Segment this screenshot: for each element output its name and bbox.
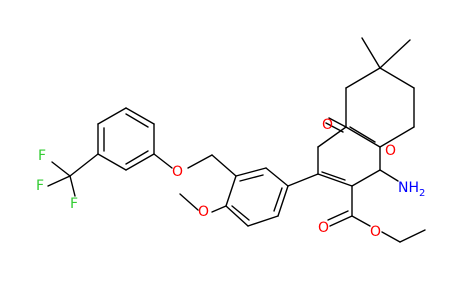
methoxy-oxygen-label: O [198,204,209,220]
ester-main [327,185,426,243]
cf3-phenyl-main [97,107,155,171]
ester-ether-oxygen-label: O [370,224,381,240]
pyran-ring-main [317,126,381,187]
ketone-oxygen-label: O [322,117,333,133]
trifluoromethyl-main [47,153,99,197]
fluorine-1-label: F [38,148,46,164]
ester-carbonyl-oxygen-label: O [318,220,329,236]
methoxyphenyl-main [225,167,289,227]
ether-oxygen-label: O [172,164,183,180]
fluorine-3-label: F [70,196,78,212]
cyclohexenone-ring-main [345,67,415,148]
fluorine-2-label: F [36,178,44,194]
gem-dimethyl-main [361,37,411,69]
methoxy-main [179,193,227,213]
benzyloxy-main [153,153,237,177]
pyran-oxygen-label: O [385,143,396,159]
amine-label: NH2 [398,180,425,199]
